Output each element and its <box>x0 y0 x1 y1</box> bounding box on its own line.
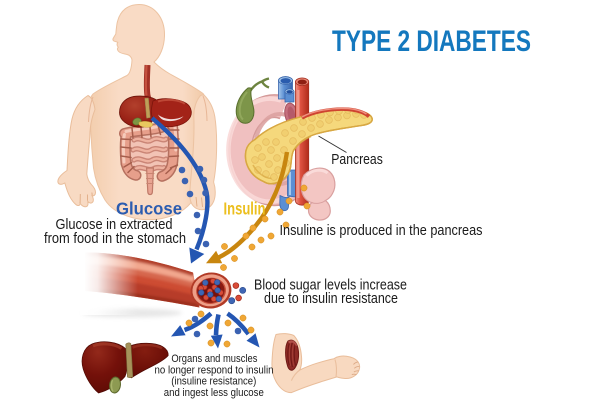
svg-text:TYPE 2 DIABETES: TYPE 2 DIABETES <box>332 25 531 58</box>
svg-text:Pancreas: Pancreas <box>331 152 383 168</box>
svg-text:Organs and muscles: Organs and muscles <box>171 353 257 365</box>
svg-text:(insuline resistance): (insuline resistance) <box>171 376 256 388</box>
svg-text:and ingest less glucose: and ingest less glucose <box>164 387 264 399</box>
svg-text:Insuline is produced in the pa: Insuline is produced in the pancreas <box>280 223 483 239</box>
svg-text:Insulin: Insulin <box>224 199 266 219</box>
svg-text:from food in the stomach: from food in the stomach <box>44 231 186 247</box>
svg-text:no longer respond to insulin: no longer respond to insulin <box>155 364 274 376</box>
svg-text:due to insulin resistance: due to insulin resistance <box>264 291 398 307</box>
svg-text:Glucose in extracted: Glucose in extracted <box>56 217 173 233</box>
svg-text:Glucose: Glucose <box>116 199 182 219</box>
svg-text:Blood sugar levels increase: Blood sugar levels increase <box>254 278 407 294</box>
